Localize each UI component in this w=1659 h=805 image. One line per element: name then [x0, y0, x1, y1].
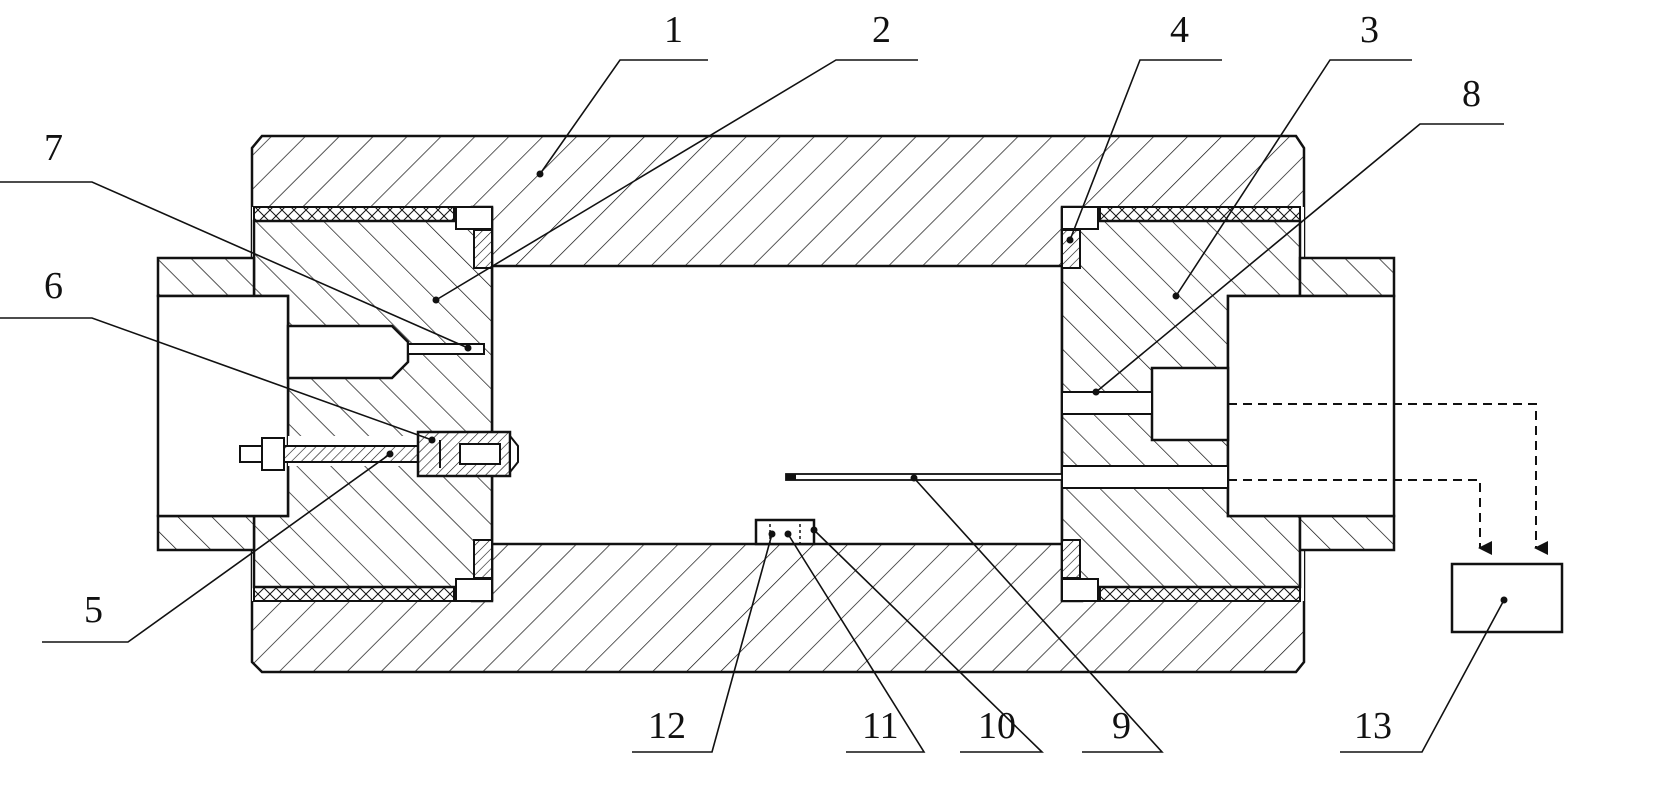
acquisition-box — [1450, 562, 1564, 634]
label-12: 12 — [648, 705, 686, 747]
probe-rod — [785, 473, 1063, 481]
label-8: 8 — [1462, 73, 1481, 115]
left-end-cap — [156, 205, 494, 603]
leader-dots — [386, 170, 1508, 604]
callout-labels: 1 2 4 3 8 7 6 5 12 11 10 9 13 — [44, 9, 1481, 747]
label-3: 3 — [1360, 9, 1379, 51]
label-9: 9 — [1112, 705, 1131, 747]
thread-strips — [253, 206, 1301, 602]
bottom-sensor — [754, 518, 816, 546]
label-5: 5 — [84, 589, 103, 631]
signal-lines — [1228, 403, 1548, 555]
label-2: 2 — [872, 9, 891, 51]
label-6: 6 — [44, 265, 63, 307]
label-13: 13 — [1354, 705, 1392, 747]
label-10: 10 — [978, 705, 1016, 747]
label-11: 11 — [862, 705, 899, 747]
leader-lines — [0, 59, 1505, 753]
label-7: 7 — [44, 127, 63, 169]
label-1: 1 — [664, 9, 683, 51]
label-4: 4 — [1170, 9, 1189, 51]
